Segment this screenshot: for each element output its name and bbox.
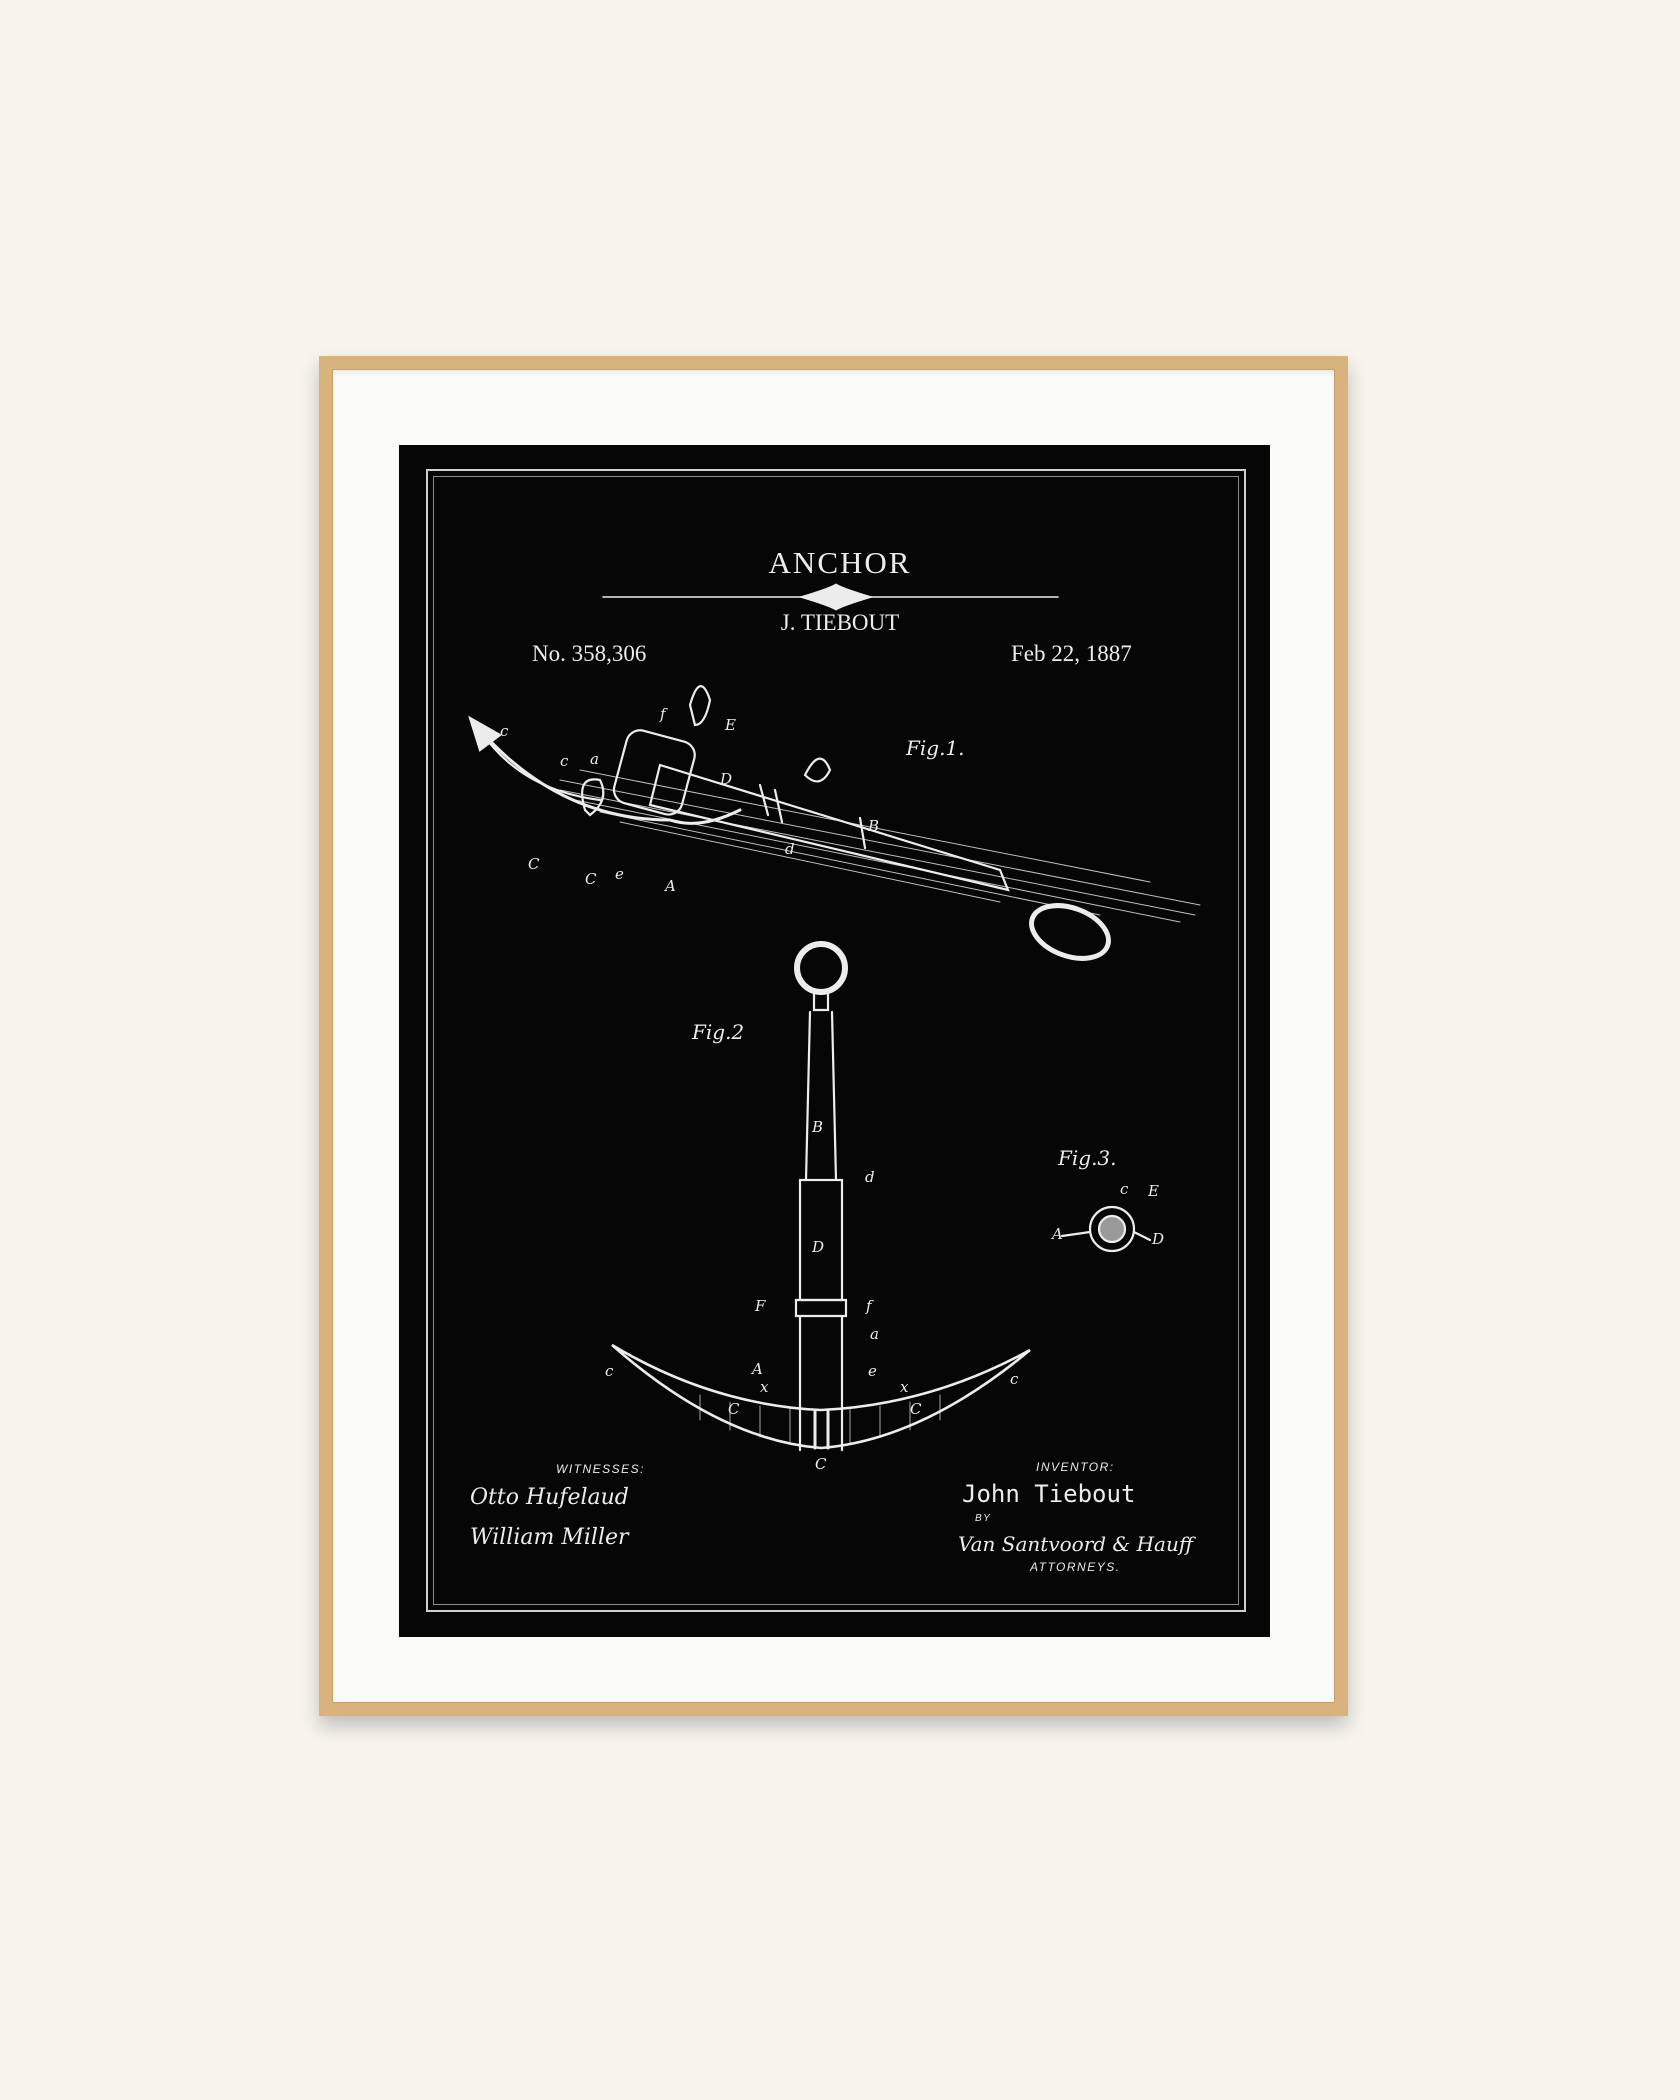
part-label: d xyxy=(785,840,795,858)
part-label: C xyxy=(728,1400,740,1418)
figure-1-label: Fig.1. xyxy=(906,736,965,760)
print-border-inner xyxy=(433,476,1239,1605)
figure-1-anchor-drawing xyxy=(468,685,1201,961)
part-label: e xyxy=(868,1362,877,1380)
shank xyxy=(648,763,1010,892)
fluke-left xyxy=(581,778,605,817)
crown-block xyxy=(612,729,696,816)
shank xyxy=(804,1010,838,1182)
part-label: A xyxy=(752,1360,763,1378)
print-border xyxy=(426,469,1246,1612)
part-label: c xyxy=(1010,1370,1019,1388)
figure-2-label: Fig.2 xyxy=(692,1020,745,1044)
part-label: a xyxy=(870,1325,879,1343)
section-outer xyxy=(1088,1205,1136,1253)
attorneys-caption: ATTORNEYS. xyxy=(1030,1560,1121,1574)
shank-collars xyxy=(758,783,867,850)
poster-title: ANCHOR xyxy=(768,545,912,580)
figure-2-anchor-drawing xyxy=(611,941,1031,1452)
collar xyxy=(794,1298,848,1318)
part-label: c xyxy=(1120,1180,1129,1198)
part-label: B xyxy=(812,1118,824,1136)
witness-signature: William Miller xyxy=(470,1525,629,1550)
part-label: A xyxy=(1052,1225,1063,1243)
patent-date: Feb 22, 1887 xyxy=(1011,641,1132,666)
part-label: C xyxy=(815,1455,827,1473)
part-label: D xyxy=(720,770,733,788)
attorney-signature: Van Santvoord & Hauff xyxy=(958,1532,1193,1556)
arm-hatching xyxy=(699,1394,941,1444)
lower-shank xyxy=(798,1314,844,1452)
part-label: B xyxy=(868,817,880,835)
part-label: D xyxy=(812,1238,825,1256)
fluke-tip xyxy=(468,715,503,752)
ring-neck xyxy=(812,992,830,1012)
divider-ornament xyxy=(798,583,874,611)
part-label: E xyxy=(1148,1182,1159,1200)
part-label: f xyxy=(660,705,666,723)
part-label: C xyxy=(910,1400,922,1418)
by-caption: BY xyxy=(975,1513,992,1524)
part-label: c xyxy=(605,1362,614,1380)
part-label: d xyxy=(865,1168,875,1186)
part-label: c xyxy=(560,752,569,770)
ground-hatching xyxy=(559,769,1201,923)
patent-number: No. 358,306 xyxy=(532,641,647,666)
patent-print xyxy=(399,445,1270,1637)
witnesses-caption: WITNESSES: xyxy=(556,1462,646,1476)
part-label: a xyxy=(590,750,599,768)
figure-3-label: Fig.3. xyxy=(1058,1146,1117,1170)
part-label: e xyxy=(615,865,624,883)
part-label: D xyxy=(1152,1230,1165,1248)
part-label: f xyxy=(866,1297,872,1315)
inventor-signature: John Tiebout xyxy=(962,1480,1136,1508)
witness-signature: Otto Hufelaud xyxy=(470,1485,629,1510)
inventor-caption: INVENTOR: xyxy=(1036,1460,1115,1474)
center-bar xyxy=(813,1408,830,1450)
part-label: C xyxy=(585,870,597,888)
part-label: c xyxy=(500,722,509,740)
fluke-upper xyxy=(688,685,712,727)
section-inner xyxy=(1097,1214,1127,1244)
part-label: x xyxy=(900,1378,909,1396)
part-label: C xyxy=(528,855,540,873)
arms xyxy=(611,1343,1031,1450)
fluke-right xyxy=(803,757,832,783)
arm-left xyxy=(478,728,742,825)
part-label: E xyxy=(725,716,736,734)
part-label: F xyxy=(755,1297,766,1315)
ring xyxy=(794,941,848,995)
inventor-name: J. TIEBOUT xyxy=(780,610,900,635)
ring xyxy=(1029,903,1111,961)
part-label: A xyxy=(665,877,676,895)
part-label: x xyxy=(760,1378,769,1396)
figure-3-section-drawing xyxy=(1060,1205,1152,1253)
